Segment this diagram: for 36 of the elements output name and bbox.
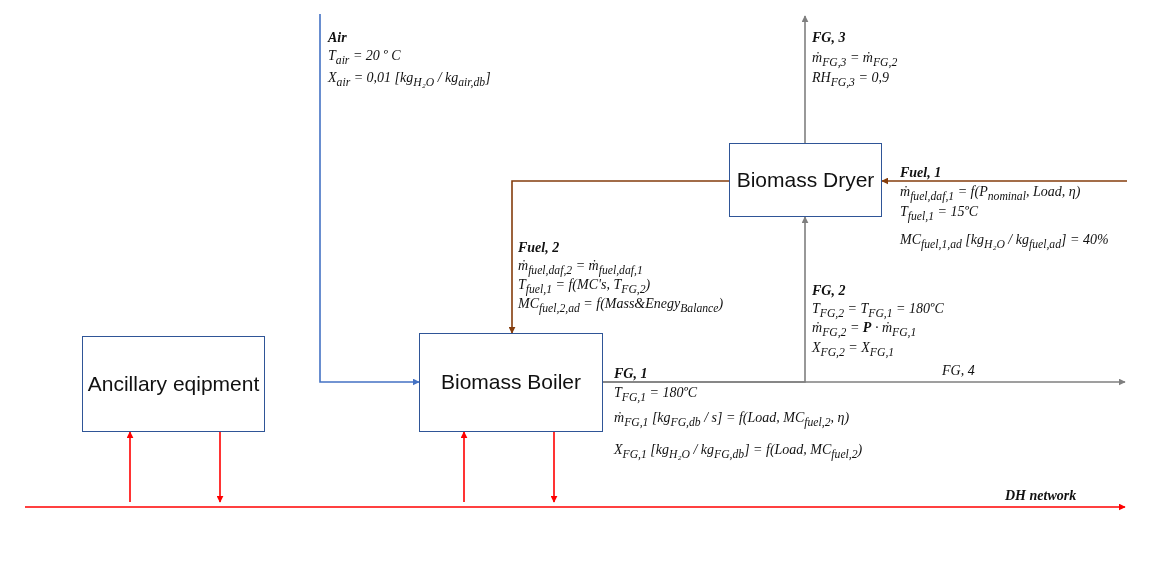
formula-text: FG, 4	[942, 363, 975, 380]
edge-label: FG, 2	[812, 283, 846, 300]
arrow	[319, 13, 420, 386]
formula-text: RH$_{FG,3}$ = 0,9	[812, 70, 889, 90]
edge-label: Fuel, 1	[900, 165, 942, 182]
pipeline-line	[24, 503, 1126, 511]
network-label: DH network	[1005, 488, 1077, 505]
formula-text: X$_{air}$ = 0,01 [kg$_{H₂O}$ / kg$_{air,db}$]	[328, 70, 491, 90]
formula-text: T$_{FG,2}$ = T$_{FG,1}$ = 180ºC	[812, 301, 944, 321]
arrow	[126, 431, 134, 503]
formula-text: ṁ$_{FG,2}$ = P · ṁ$_{FG,1}$	[812, 320, 917, 340]
arrow	[550, 431, 558, 503]
process-box: Biomass Boiler	[419, 333, 603, 432]
process-box: Biomass Dryer	[729, 143, 882, 217]
formula-text: MC$_{fuel,1,ad}$ [kg$_{H₂O}$ / kg$_{fuel,ad}$] = 40%	[900, 232, 1109, 252]
formula-text: MC$_{fuel,2,ad}$ = f(Mass&Enegy$_{Balance}$)	[518, 296, 724, 316]
formula-text: T$_{air}$ = 20 º C	[328, 48, 401, 68]
edge-label: FG, 3	[812, 30, 846, 47]
formula-text: T$_{fuel,1}$ = 15ºC	[900, 204, 979, 224]
formula-text: T$_{fuel,1}$ = f(MC's, T$_{FG,2}$)	[518, 277, 651, 297]
formula-text: T$_{FG,1}$ = 180ºC	[614, 385, 698, 405]
formula-text: X$_{FG,2}$ = X$_{FG,1}$	[812, 340, 895, 360]
arrow	[881, 177, 1128, 185]
process-box: Ancillary eqipment	[82, 336, 265, 432]
formula-text: ṁ$_{fuel,daf,1}$ = f(P$_{nominal}$, Load, η)	[900, 184, 1081, 204]
edge-label: Fuel, 2	[518, 240, 560, 257]
formula-text: ṁ$_{fuel,daf,2}$ = ṁ$_{fuel,daf,1}$	[518, 258, 643, 278]
arrow	[216, 431, 224, 503]
formula-text: ṁ$_{FG,3}$ = ṁ$_{FG,2}$	[812, 50, 898, 70]
edge-label: Air	[328, 30, 347, 47]
arrow	[508, 180, 730, 334]
edge-label: FG, 1	[614, 366, 648, 383]
formula-text: X$_{FG,1}$ [kg$_{H₂O}$ / kg$_{FG,db}$] = f(Load, MC$_{fuel,2}$)	[614, 442, 863, 462]
arrow	[460, 431, 468, 503]
arrow	[801, 15, 809, 144]
arrow	[602, 378, 1126, 386]
